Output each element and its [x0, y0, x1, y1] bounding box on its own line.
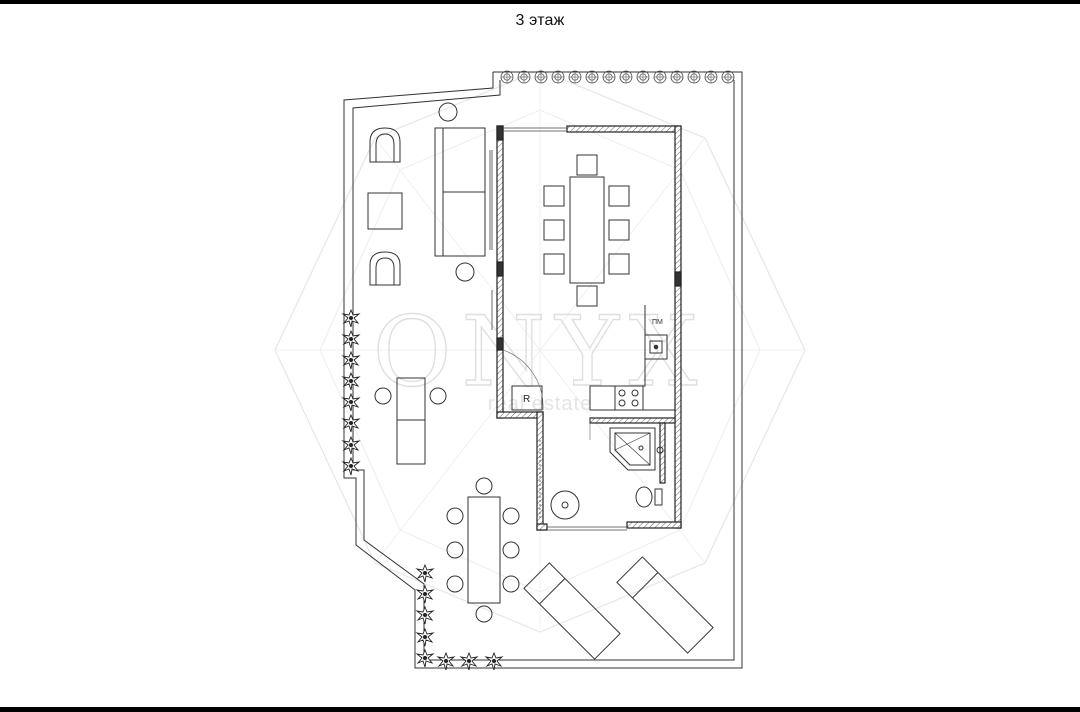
terrace-outline: [343, 71, 743, 669]
watermark: ONYX real estate: [274, 69, 806, 633]
outdoor-dining: [446, 477, 520, 623]
appliance-label: ПМ: [652, 319, 663, 326]
terrace-lounger: [374, 377, 447, 465]
lounge-set: [367, 102, 486, 286]
tree-row-top: [500, 70, 735, 84]
door-swings: [502, 349, 591, 440]
plants-bottom: [416, 564, 503, 671]
building-walls: [496, 125, 682, 531]
plants-left: [342, 309, 360, 476]
fridge-label: R: [523, 394, 530, 405]
indoor-dining: [543, 154, 630, 307]
kitchen: [511, 305, 675, 411]
bottom-border: [0, 707, 1080, 712]
bathroom: [550, 427, 664, 520]
floor-title: 3 этаж: [515, 12, 565, 29]
top-border: [0, 0, 1080, 4]
glazing: [489, 127, 627, 531]
watermark-logo: ONYX: [373, 296, 707, 408]
sun-loungers: [523, 556, 714, 660]
